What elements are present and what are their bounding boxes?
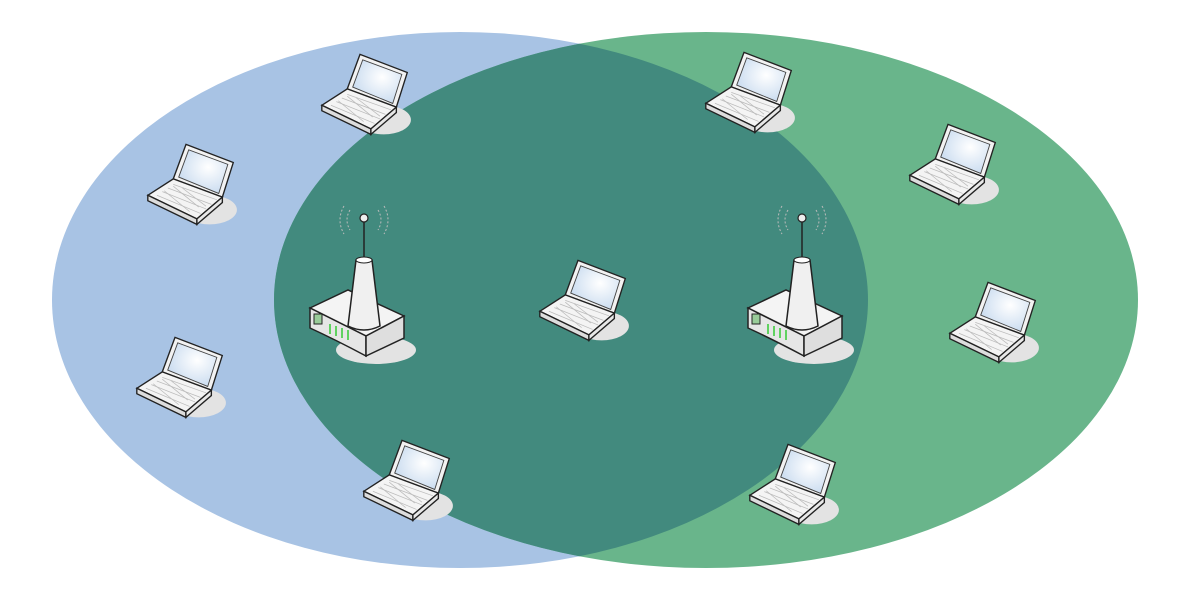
- overlap-coverage-area: [274, 32, 868, 568]
